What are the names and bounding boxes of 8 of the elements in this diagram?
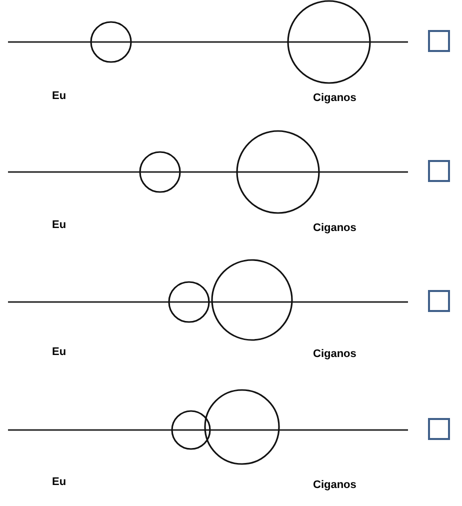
circle-label: Ciganos [313, 348, 356, 361]
circle-label: Ciganos [313, 92, 356, 105]
circle-label: Ciganos [313, 479, 356, 492]
circle-label: Ciganos [313, 222, 356, 235]
circle-label: Eu [52, 90, 66, 103]
circle-label: Eu [52, 346, 66, 359]
circle-label: Eu [52, 219, 66, 232]
circle-label: Eu [52, 476, 66, 489]
